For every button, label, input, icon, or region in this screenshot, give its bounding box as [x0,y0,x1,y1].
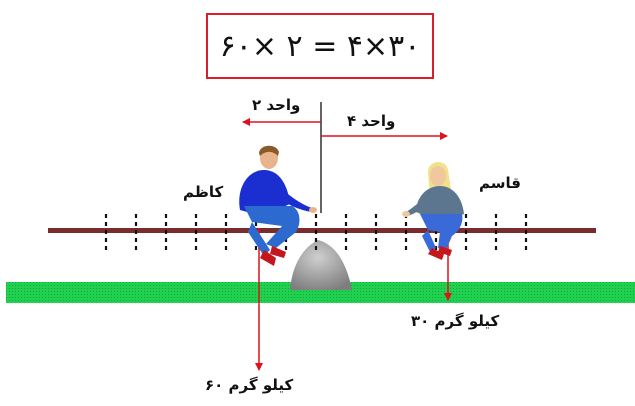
left-person-figure [239,145,317,266]
ground-strip [6,282,635,303]
right-weight-label: ۳۰ کیلو گرم [411,312,500,330]
left-person-label: کاظم [183,183,224,201]
fulcrum-rock [290,240,352,290]
right-person-figure [402,161,464,260]
left-distance-label: ۲ واحد [252,96,301,114]
right-distance-label: ۴ واحد [347,112,396,130]
equation-text: ۶۰× ۲ = ۴×۳۰ [219,28,421,64]
right-person-label: قاسم [479,174,521,192]
left-weight-label: ۶۰ کیلو گرم [205,376,294,394]
seesaw-bar [48,228,596,233]
equation-box: ۶۰× ۲ = ۴×۳۰ [206,13,434,79]
